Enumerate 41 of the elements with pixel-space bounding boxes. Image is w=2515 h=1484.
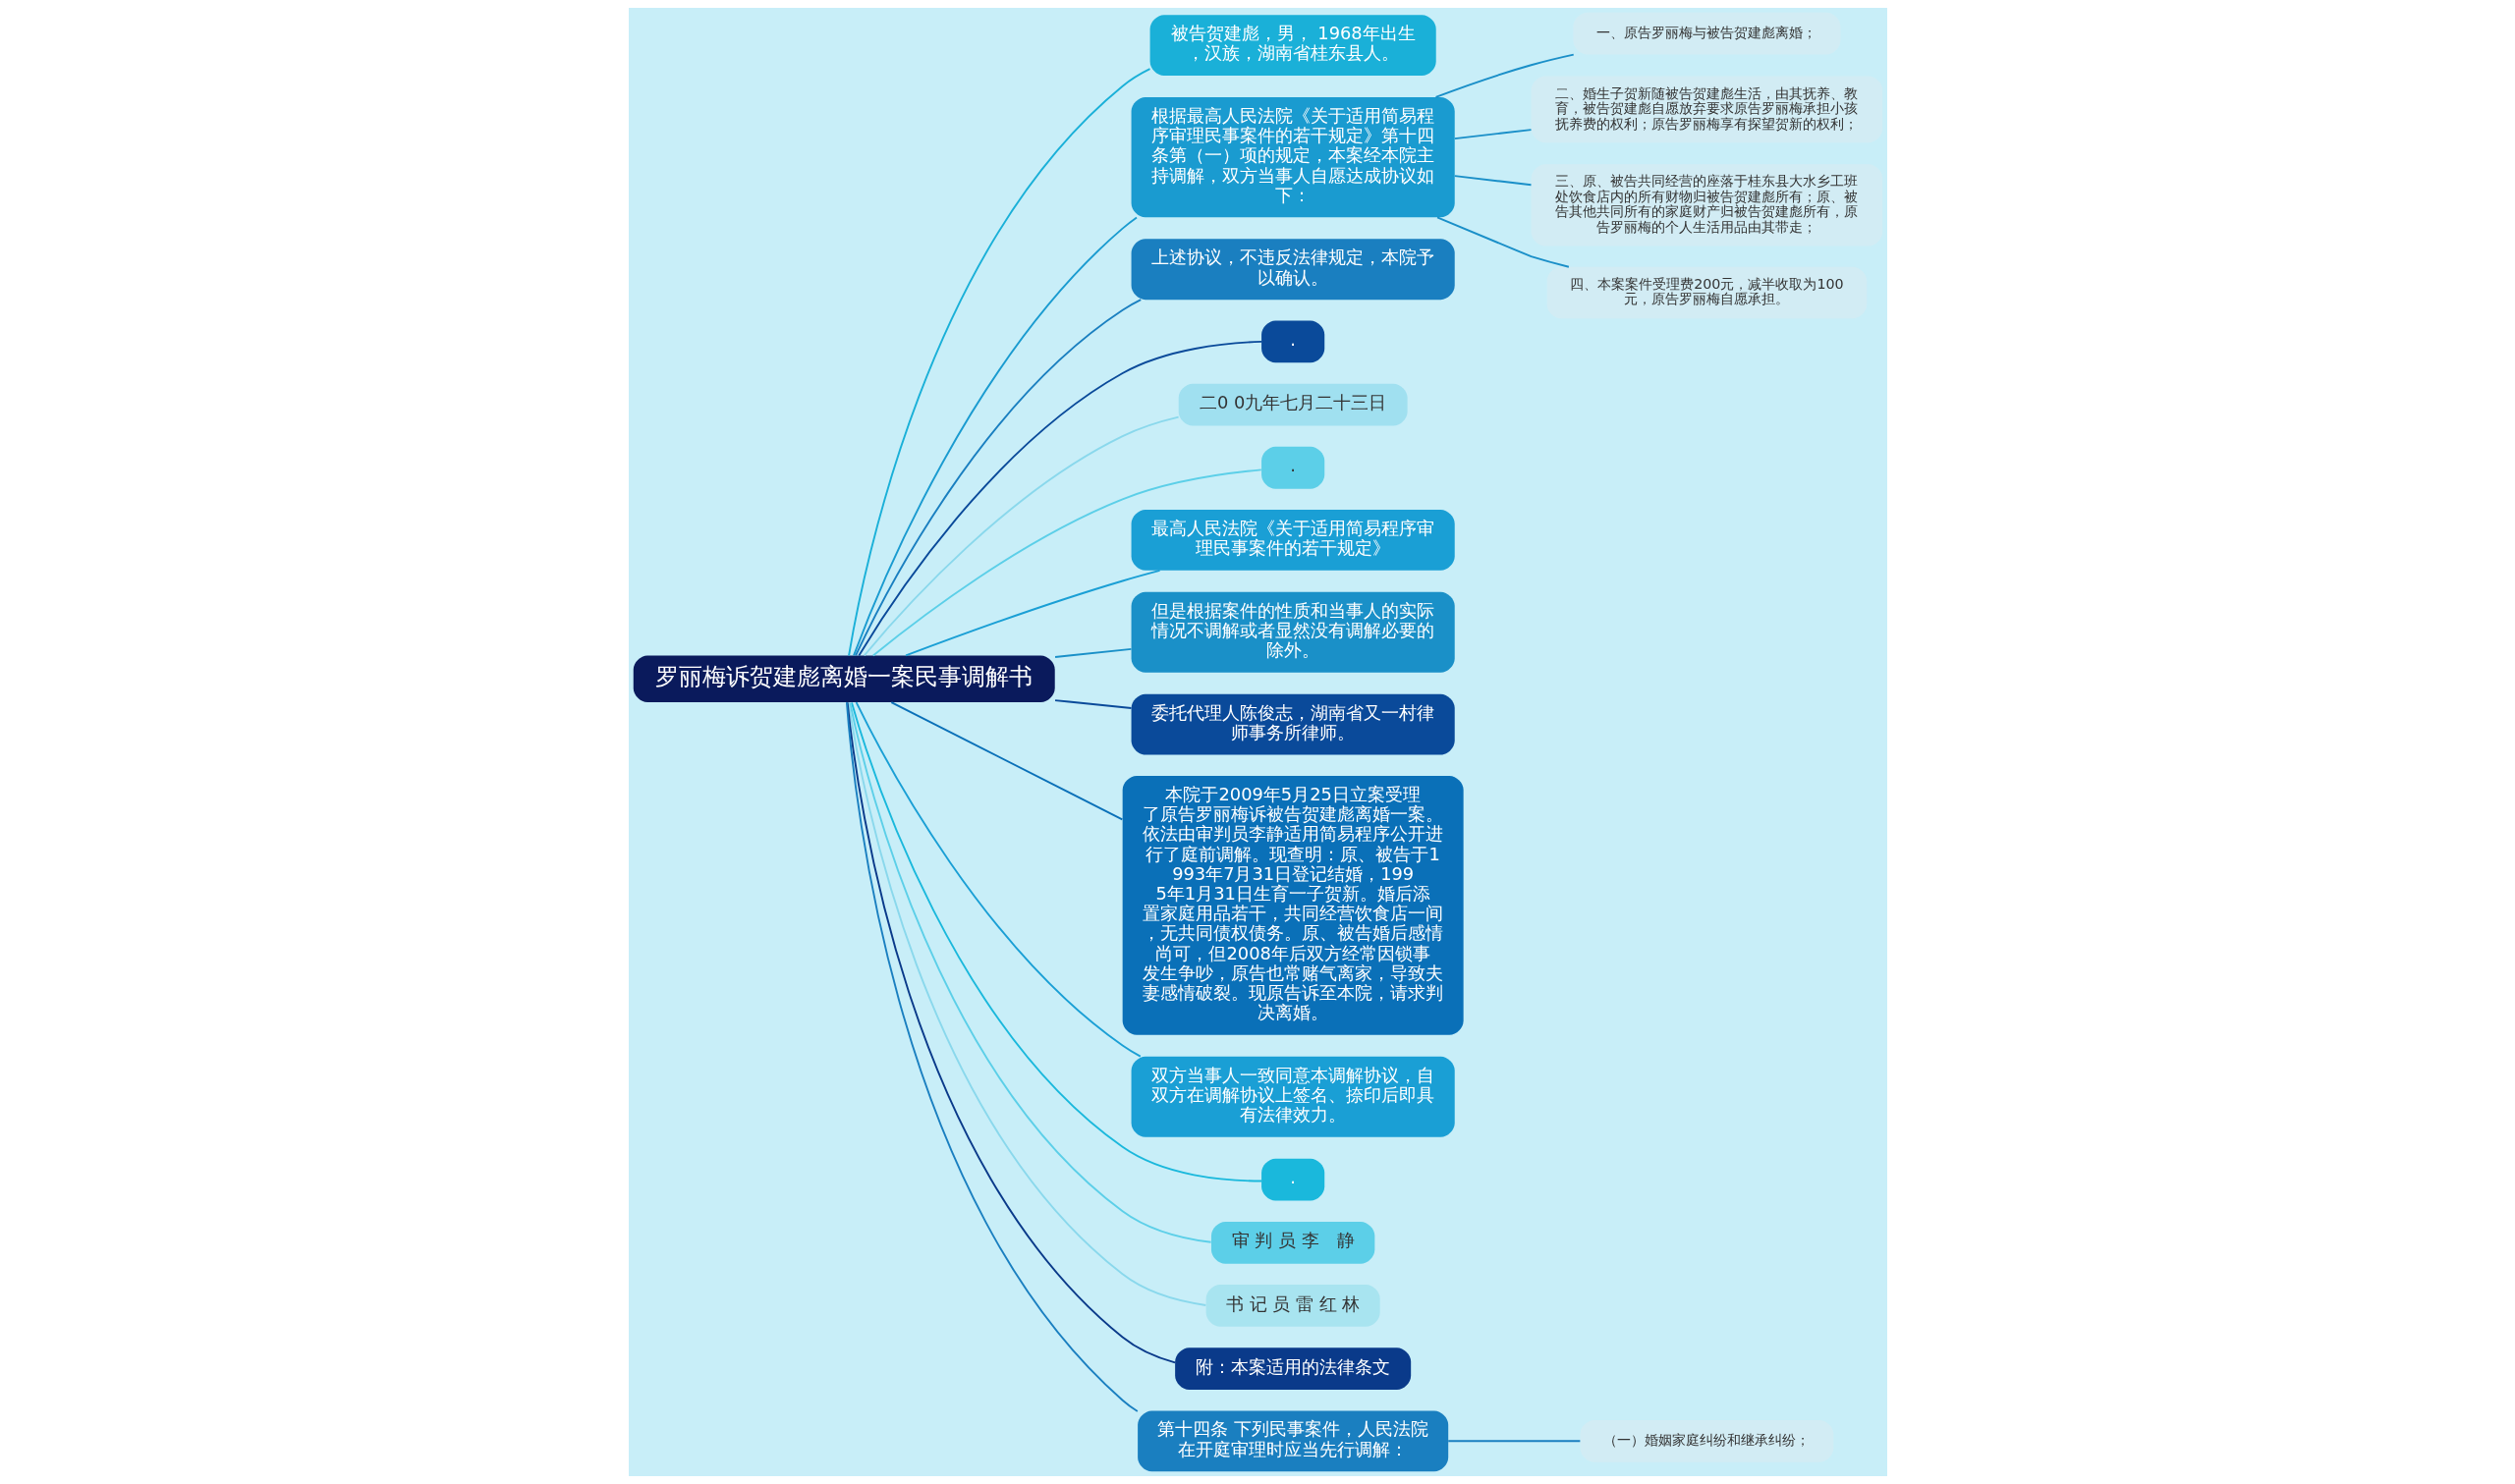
- connector: [1435, 216, 1570, 268]
- node-box: 二、婚生子贺新随被告贺建彪生活，由其抚养、教育，被告贺建彪自愿放弃要求原告罗丽梅承担小孩抚养费的权利；原告罗丽梅享有探望贺新的权利；: [1531, 76, 1882, 143]
- node-box: 附：本案适用的法律条文: [1174, 1347, 1411, 1390]
- node-box: 一、原告罗丽梅与被告贺建彪离婚；: [1572, 12, 1840, 55]
- node-box: 三、原、被告共同经营的座落于桂东县大水乡工班处饮食店内的所有财物归被告贺建彪所有；原、被告其他共同所有的家庭财产归被告贺建彪所有，原告罗丽梅的个人生活用品由其带走；: [1531, 164, 1882, 247]
- connector: [852, 216, 1138, 657]
- connector: [846, 701, 1176, 1364]
- connector: [1053, 699, 1132, 709]
- node-box: 本院于2009年5月25日立案受理了原告罗丽梅诉被告贺建彪离婚一案。依法由审判员李静适用简易程序公开进行了庭前调解。现查明：原、被告于1993年7月31日登记结婚，1995年1月31日生育一子贺新。婚后添置家庭用品若干，共同经营饮食店一间，无共同债权债务。原、被告婚后感情尚可，但2008年后双方经常因锁事发生争吵，原告也常赌气离家，导致夫妻感情破裂。现原告诉至本院，请求判决离婚。: [1122, 775, 1464, 1035]
- node-box: 被告贺建彪，男， 1968年出生，汉族，湖南省桂东县人。: [1149, 15, 1436, 76]
- node-box: .: [1260, 1158, 1324, 1201]
- connector: [845, 701, 1139, 1412]
- node-box: .: [1260, 446, 1324, 489]
- node-box: （一）婚姻家庭纠纷和继承纠纷；: [1579, 1419, 1833, 1462]
- connector: [855, 701, 1142, 1058]
- connector: [889, 701, 1123, 821]
- connector: [1453, 129, 1532, 140]
- connector: [850, 701, 1262, 1182]
- node-box: .: [1260, 320, 1324, 363]
- node-box: 根据最高人民法院《关于适用简易程序审理民事案件的若干规定》第十四条第（一）项的规定，本案经本院主持调解，双方当事人自愿达成协议如下：: [1131, 96, 1455, 218]
- node-box: 罗丽梅诉贺建彪离婚一案民事调解书: [633, 655, 1055, 703]
- connector: [854, 299, 1142, 657]
- node-box: 书 记 员 雷 红 林: [1205, 1285, 1380, 1327]
- connector: [1434, 53, 1575, 98]
- node-box: 第十四条 下列民事案件，人民法院在开庭审理时应当先行调解：: [1137, 1410, 1448, 1472]
- node-box: 二0 0九年七月二十三日: [1178, 383, 1408, 426]
- node-box: 但是根据案件的性质和当事人的实际情况不调解或者显然没有调解必要的除外。: [1131, 591, 1455, 673]
- connector: [1053, 647, 1132, 658]
- node-box: 双方当事人一致同意本调解协议，自双方在调解协议上签名、捺印后即具有法律效力。: [1131, 1056, 1455, 1137]
- connector: [1453, 175, 1532, 187]
- node-box: 委托代理人陈俊志，湖南省又一村律师事务所律师。: [1131, 693, 1455, 755]
- node-box: 上述协议，不违反法律规定，本院予以确认。: [1131, 239, 1455, 301]
- connector: [857, 340, 1262, 657]
- node-box: 审 判 员 李 静: [1210, 1221, 1374, 1264]
- connector: [1446, 1440, 1581, 1443]
- connector: [863, 415, 1180, 657]
- connector: [871, 468, 1262, 657]
- connector: [847, 68, 1150, 657]
- node-box: 四、本案案件受理费200元，减半收取为100元，原告罗丽梅自愿承担。: [1546, 266, 1867, 319]
- node-box: 最高人民法院《关于适用简易程序审理民事案件的若干规定》: [1131, 510, 1455, 571]
- connector: [904, 570, 1160, 657]
